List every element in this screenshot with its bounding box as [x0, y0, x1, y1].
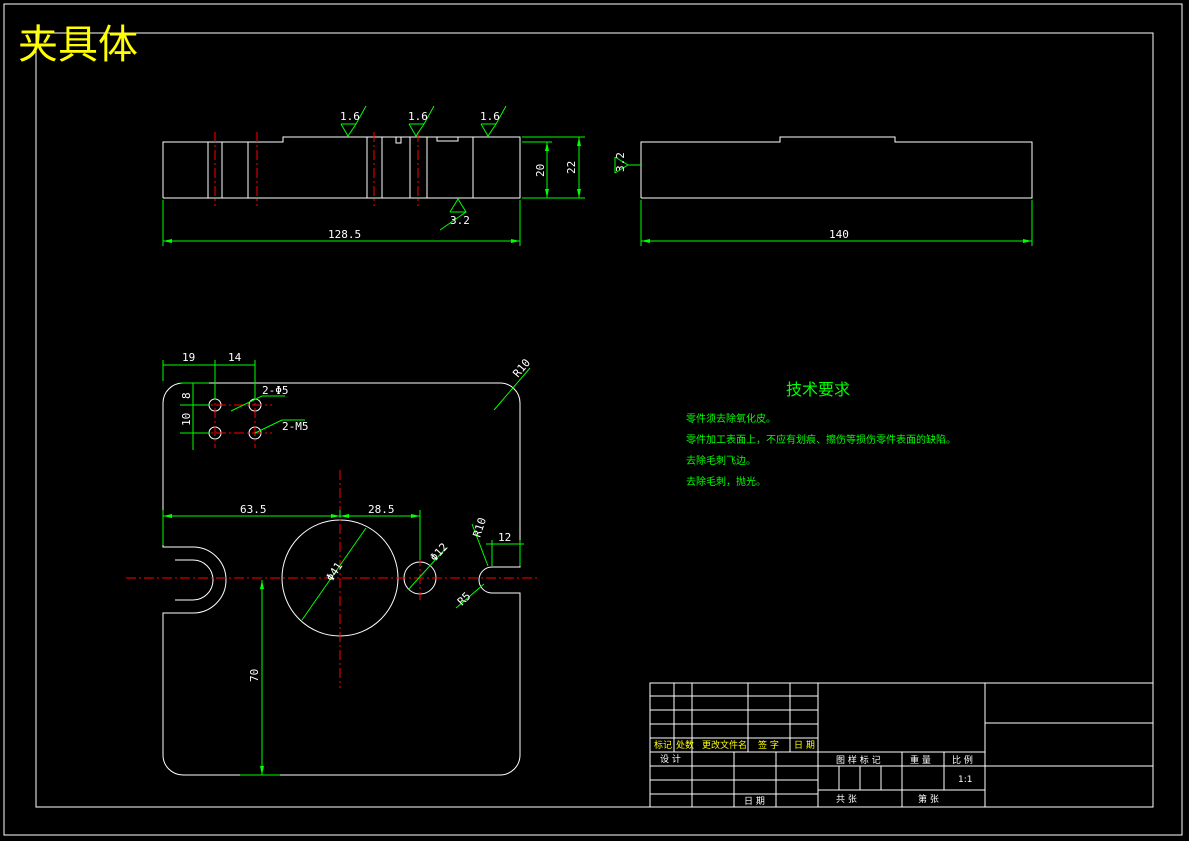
finish-side: 3.2 [614, 152, 627, 172]
tb-doc: 更改文件名 [702, 739, 747, 751]
tb-count: 处数 [676, 739, 694, 751]
big-bore-label: Φ41 [324, 560, 346, 584]
small-bore-label: Φ12 [428, 541, 451, 564]
finish-top-mid: 1.6 [408, 110, 428, 123]
tb-date: 日 期 [794, 740, 815, 751]
tb-designer: 设 计 [660, 753, 681, 765]
tech-requirement-2: 零件加工表面上，不应有划痕、擦伤等损伤零件表面的缺陷。 [686, 433, 956, 446]
front-view: 1.6 1.6 1.6 3.2 128.5 20 22 [162, 105, 585, 246]
finish-top-left: 1.6 [340, 110, 360, 123]
slot-r10-label: R10 [470, 516, 489, 539]
side-view: 3.2 140 [614, 136, 1033, 246]
tech-requirements: 技术要求 零件须去除氧化皮。 零件加工表面上，不应有划痕、擦伤等损伤零件表面的缺… [686, 380, 956, 488]
tb-mark: 标记 [654, 739, 672, 751]
slot-r5-label: R5 [455, 590, 474, 609]
tb-sign: 签 字 [758, 739, 779, 751]
plan-view: 19 14 8 10 2-Φ5 2-M5 R10 63.5 28.5 Φ41 Φ… [126, 351, 540, 776]
tech-requirements-title: 技术要求 [786, 380, 850, 399]
dim-10: 10 [180, 413, 193, 426]
dim-63-5: 63.5 [240, 503, 267, 516]
holes-upper-label: 2-Φ5 [262, 384, 289, 397]
front-length-dim: 128.5 [328, 228, 361, 241]
dim-19: 19 [182, 351, 195, 364]
tb-page-date: 日 期 [744, 796, 765, 807]
dim-70: 70 [248, 669, 261, 682]
inner-border [35, 32, 1154, 808]
tb-sheet-no: 第 张 [918, 793, 939, 805]
tech-requirement-1: 零件须去除氧化皮。 [686, 412, 776, 425]
tb-sheets-total: 共 张 [836, 794, 857, 805]
title-block: 标记 处数 更改文件名 签 字 日 期 设 计 日 期 图 样 标 记 重 量 … [649, 682, 1154, 808]
dim-14: 14 [228, 351, 242, 364]
finish-bottom: 3.2 [450, 214, 470, 227]
tb-drawing-mark: 图 样 标 记 [836, 754, 881, 766]
tech-requirement-3: 去除毛刺飞边。 [686, 454, 756, 467]
front-height-22: 22 [565, 161, 578, 174]
outer-border [3, 3, 1183, 836]
tb-weight: 重 量 [910, 754, 931, 766]
front-height-20: 20 [534, 164, 547, 177]
holes-lower-label: 2-M5 [282, 420, 309, 433]
drawing-title: 夹具体 [18, 22, 138, 68]
finish-top-right: 1.6 [480, 110, 500, 123]
tech-requirement-4: 去除毛刺，抛光。 [686, 475, 766, 488]
corner-radius-label: R10 [510, 356, 533, 380]
tb-scale-value: 1:1 [958, 775, 972, 785]
side-length-dim: 140 [829, 228, 849, 241]
dim-8: 8 [180, 392, 193, 399]
dim-28-5: 28.5 [368, 503, 395, 516]
tb-scale-label: 比 例 [952, 754, 973, 766]
dim-12: 12 [498, 531, 511, 544]
